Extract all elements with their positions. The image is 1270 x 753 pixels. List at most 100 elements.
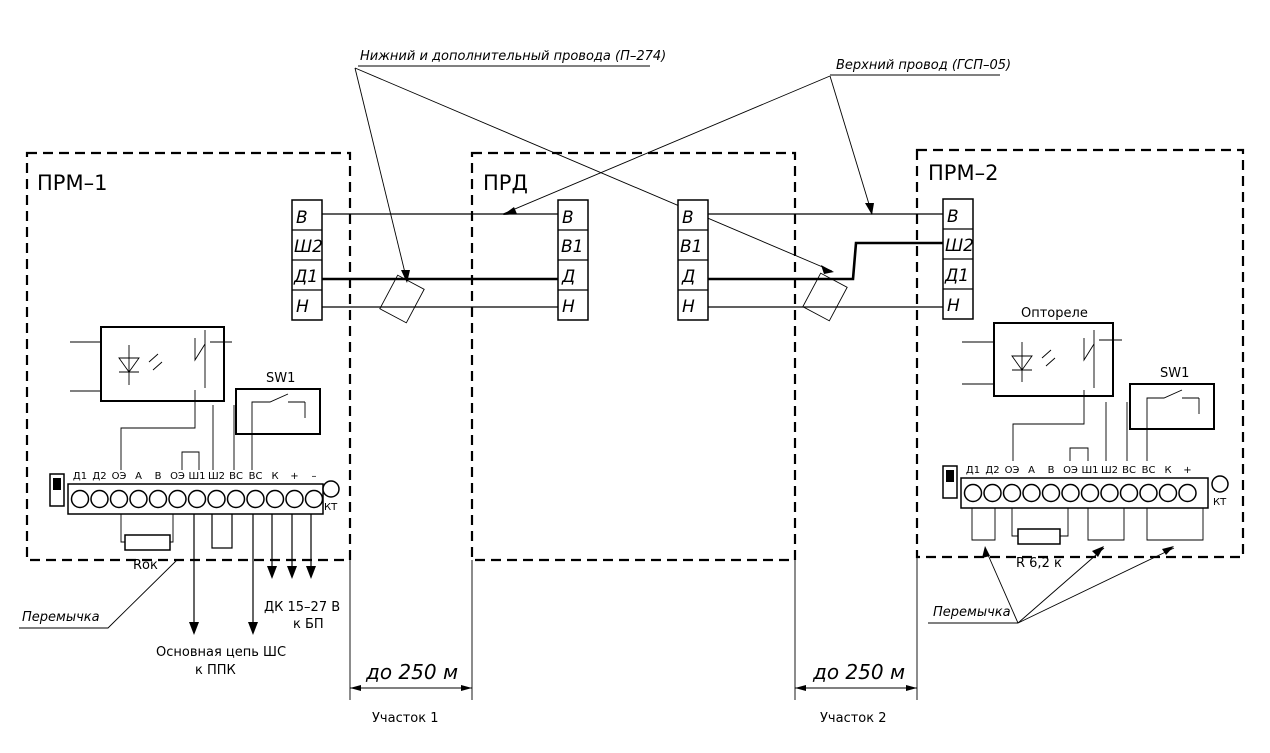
rok-label: Rок: [133, 558, 158, 573]
leader-lines: [354, 65, 1000, 282]
sw1-label: SW1: [266, 371, 295, 386]
prm2-jumpers: [971, 508, 1204, 545]
jumper-leader-1: [19, 559, 178, 629]
terminal-screw: [1061, 483, 1080, 503]
terminal-screw: [207, 489, 226, 509]
terminal-label: В1: [561, 237, 583, 257]
leader-arrowhead: [503, 207, 517, 215]
section-2-wires: [708, 213, 943, 308]
strip-terminal-label: В: [155, 471, 162, 482]
prm1-optorelay: [70, 326, 232, 402]
terminal-label: Н: [296, 297, 309, 317]
terminal-screw: [1119, 483, 1139, 503]
leader-arrowhead: [821, 265, 834, 274]
dk-power-label: ДК 15–27 В: [264, 600, 340, 615]
sw1-label-2: SW1: [1160, 366, 1189, 381]
strip-terminal-label: К: [1164, 465, 1171, 476]
prd-left-terminal-box: [557, 199, 589, 321]
segment-label-2: Участок 2: [820, 711, 887, 726]
leader-arrowhead: [401, 270, 410, 283]
prm1-terminal-screws: [70, 489, 324, 509]
terminal-screw: [304, 489, 324, 509]
strip-terminal-label: Д1: [966, 465, 980, 476]
terminal-screw: [226, 489, 246, 509]
jumper-leader-2: [928, 546, 1175, 624]
prd-title: ПРД: [483, 171, 528, 195]
main-loop-label: Основная цепь ШС: [156, 645, 286, 660]
optorelay-label: Оптореле: [1021, 306, 1088, 321]
strip-terminal-label: Ш2: [1101, 465, 1118, 476]
terminal-screw: [70, 489, 90, 509]
prm1-block-outline: [25, 151, 352, 562]
strip-terminal-label: ВС: [1142, 465, 1156, 476]
prm2-terminal-screws: [963, 483, 1197, 503]
test-point-kt: [322, 480, 340, 498]
terminal-screw: [1002, 483, 1022, 503]
terminal-label: Ш2: [945, 236, 974, 256]
kt-label: КТ: [324, 502, 338, 513]
terminal-label: Н: [947, 296, 960, 316]
prm2-terminal-box: [942, 198, 974, 320]
prm1-sw1: [235, 388, 321, 470]
terminal-label: Н: [562, 297, 575, 317]
terminal-screw: [1080, 483, 1100, 503]
terminal-label: Д: [561, 267, 575, 287]
prm2-block-outline: [915, 148, 1245, 559]
terminal-label: Д: [681, 267, 695, 287]
cable-symbol-2: [802, 272, 848, 322]
strip-terminal-label: ОЭ: [1063, 465, 1078, 476]
terminal-screw: [148, 489, 168, 509]
terminal-label: В1: [680, 237, 702, 257]
terminal-screw: [285, 489, 304, 509]
terminal-screw: [109, 489, 129, 509]
r62-label: R 6,2 к: [1016, 556, 1062, 571]
dk-power-label-2: к БП: [293, 617, 324, 632]
strip-terminal-label: Ш2: [208, 471, 225, 482]
strip-terminal-label: ОЭ: [112, 471, 127, 482]
terminal-screw: [963, 483, 983, 503]
strip-terminal-label: К: [271, 471, 278, 482]
prd-block-outline: [470, 151, 797, 562]
terminal-screw: [265, 489, 285, 509]
terminal-label: В: [562, 208, 574, 228]
strip-terminal-label: –: [312, 471, 317, 482]
terminal-label: Ш2: [294, 237, 323, 257]
leader-arrowhead: [865, 203, 874, 215]
terminal-label: Н: [682, 297, 695, 317]
terminal-screw: [1100, 483, 1119, 503]
prm2-internal-wires: [1012, 390, 1128, 461]
prm1-terminal-box: [291, 199, 323, 321]
annotation-lower-wires: Нижний и дополнительный провода (П–274): [360, 49, 666, 64]
kt-label-2: КТ: [1213, 497, 1227, 508]
prm2-title: ПРМ–2: [928, 161, 998, 185]
strip-terminal-label: Д2: [92, 471, 106, 482]
distance-label-2: до 250 м: [812, 660, 905, 684]
strip-terminal-label: В: [1048, 465, 1055, 476]
segment-label-1: Участок 1: [372, 711, 439, 726]
strip-terminal-label: +: [1183, 465, 1191, 476]
terminal-screw: [168, 489, 187, 509]
strip-terminal-label: +: [290, 471, 298, 482]
terminal-screw: [129, 489, 148, 509]
terminal-label: Д1: [944, 266, 969, 286]
terminal-screw: [90, 489, 109, 509]
annotation-upper-wire: Верхний провод (ГСП–05): [836, 58, 1011, 73]
strip-terminal-label: ВС: [229, 471, 243, 482]
terminal-label: В: [296, 208, 308, 228]
jumper-label-2: Перемычка: [933, 605, 1011, 620]
dimension-section-2: [794, 557, 918, 700]
prm1-output-arrows: [189, 514, 316, 635]
strip-terminal-label: ВС: [1122, 465, 1136, 476]
prm1-jumper-switch: [49, 473, 65, 507]
prd-right-terminal-box: [677, 199, 709, 321]
strip-terminal-label: А: [1028, 465, 1035, 476]
prm1-title: ПРМ–1: [37, 171, 107, 195]
terminal-screw: [1178, 483, 1197, 503]
strip-terminal-label: Д2: [985, 465, 999, 476]
strip-terminal-label: Ш1: [188, 471, 205, 482]
jumper-label-1: Перемычка: [22, 610, 100, 625]
prm1-internal-wires: [120, 390, 235, 470]
